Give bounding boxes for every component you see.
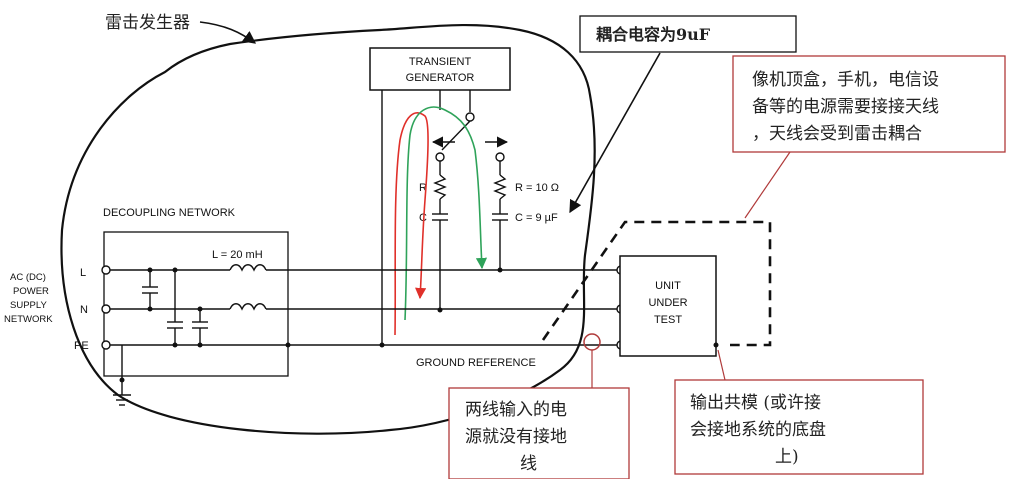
generator-title: 雷击发生器 bbox=[105, 13, 190, 33]
decoupling-network-label: DECOUPLING NETWORK bbox=[103, 207, 236, 219]
common-mode-callout-box bbox=[674, 379, 924, 475]
coupling-cap-callout-box bbox=[579, 15, 797, 53]
uut-label-3: TEST bbox=[654, 314, 682, 326]
unit-under-test-box bbox=[619, 255, 717, 357]
ground-reference-label: GROUND REFERENCE bbox=[416, 357, 536, 369]
resistor-value: R = 10 Ω bbox=[515, 182, 559, 194]
common-mode-callout-line-2: 会接地系统的底盘 bbox=[690, 420, 826, 440]
decoupling-network-box bbox=[103, 231, 289, 377]
antenna-callout-pointer bbox=[744, 151, 791, 219]
common-mode-callout-pointer bbox=[717, 349, 726, 381]
junction-dots bbox=[119, 267, 385, 383]
ground-highlight-circle bbox=[583, 333, 601, 351]
transient-generator-box bbox=[369, 47, 511, 91]
antenna-callout-line-3: ，天线会受到雷击耦合 bbox=[752, 124, 922, 144]
coupling-cap-callout-text: 耦合电容为9uF bbox=[596, 25, 711, 44]
no-ground-callout-line-2: 源就没有接地 bbox=[465, 427, 567, 447]
inductance-label: L = 20 mH bbox=[212, 249, 263, 261]
green-current-path bbox=[404, 106, 488, 321]
common-mode-callout-line-3: 上) bbox=[775, 447, 799, 467]
no-ground-callout-line-3: 线 bbox=[520, 454, 537, 474]
line-N-label: N bbox=[80, 304, 88, 316]
capacitor-label: C bbox=[419, 212, 427, 224]
antenna-callout-line-1: 像机顶盒，手机，电信设 bbox=[752, 70, 939, 90]
capacitor-value: C = 9 µF bbox=[515, 212, 558, 224]
resistor-label: R bbox=[419, 182, 427, 194]
junction-dot bbox=[437, 307, 443, 313]
chassis-dot bbox=[713, 342, 719, 348]
uut-label-2: UNDER bbox=[648, 297, 687, 309]
dashed-enclosure bbox=[541, 220, 772, 347]
common-mode-callout-line-1: 输出共模 (或许接 bbox=[690, 393, 821, 413]
uut-label-1: UNIT bbox=[655, 280, 681, 292]
transient-generator-label-1: TRANSIENT bbox=[409, 56, 472, 68]
generator-outline bbox=[60, 24, 596, 435]
supply-label-2: POWER bbox=[13, 286, 49, 297]
no-ground-callout-line-1: 两线输入的电 bbox=[465, 400, 567, 420]
no-ground-callout-box bbox=[448, 387, 630, 479]
red-current-path bbox=[394, 112, 429, 336]
generator-wiring bbox=[381, 90, 508, 345]
coupling-cap-arrow bbox=[569, 52, 661, 214]
line-L-label: L bbox=[80, 267, 86, 279]
supply-label-3: SUPPLY bbox=[10, 300, 47, 311]
antenna-callout-line-2: 备等的电源需要接接天线 bbox=[752, 97, 939, 117]
antenna-callout-box bbox=[732, 55, 1006, 153]
line-PE-label: PE bbox=[74, 340, 89, 352]
supply-label-4: NETWORK bbox=[4, 314, 53, 325]
generator-title-arrow bbox=[199, 21, 257, 44]
supply-label-1: AC (DC) bbox=[10, 272, 46, 283]
transient-generator-label-2: GENERATOR bbox=[406, 72, 475, 84]
